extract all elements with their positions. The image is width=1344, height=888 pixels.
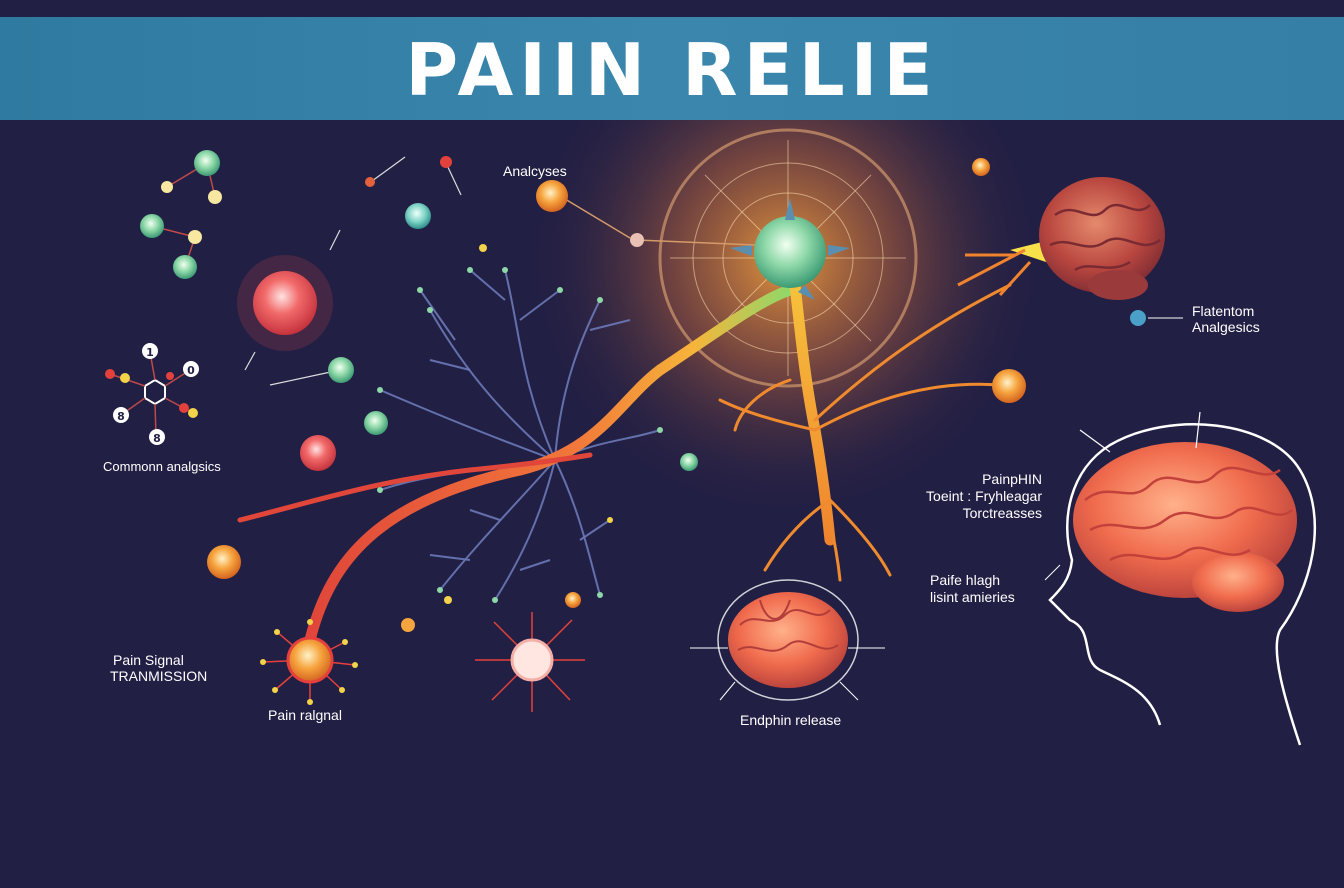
pain-signal-pathway xyxy=(304,284,796,646)
particle xyxy=(992,369,1026,403)
molecule-cluster xyxy=(140,150,222,279)
connector xyxy=(636,239,756,246)
label-paife-line1: Paife hlagh xyxy=(930,572,1001,588)
analgesic-node xyxy=(536,180,568,212)
label-pain-signal-line2: TRANMISSION xyxy=(110,668,208,684)
page-title: PAIIN RELIE xyxy=(405,28,939,112)
label-common-analgesics: Commonn analgsics xyxy=(103,459,221,474)
title-banner xyxy=(0,17,1344,120)
hexagon-molecule: 1 0 8 8 xyxy=(105,343,199,445)
particle xyxy=(680,453,698,471)
descending-branches xyxy=(718,283,1012,582)
label-analcyses: Analcyses xyxy=(503,163,567,179)
label-painphin-line3: Torctreasses xyxy=(962,505,1042,521)
particle xyxy=(440,156,452,168)
pain-signal-neuron xyxy=(260,619,358,705)
central-glow xyxy=(525,120,1045,520)
particle xyxy=(405,203,431,229)
upper-brain xyxy=(957,177,1165,300)
label-flatentom-line2: Analgesics xyxy=(1192,319,1260,335)
pain-sphere xyxy=(253,271,317,335)
particle xyxy=(972,158,990,176)
molecule-digit: 8 xyxy=(153,432,161,445)
label-paife-line2: lisint amieries xyxy=(930,589,1015,605)
secondary-signal-pathway xyxy=(237,452,593,523)
nerve-terminals xyxy=(377,267,663,603)
molecule-digit: 8 xyxy=(117,410,125,423)
label-endphin-release: Endphin release xyxy=(740,712,842,728)
molecule-digit: 0 xyxy=(187,364,195,377)
nerve-terminals-yellow xyxy=(444,244,613,604)
legend-dot xyxy=(1130,310,1146,326)
label-flatentom-line1: Flatentom xyxy=(1192,303,1255,319)
label-pain-ralgnal: Pain ralgnal xyxy=(268,707,342,723)
infographic: PAIIN RELIE xyxy=(0,17,1344,746)
receptor-neuron xyxy=(475,592,585,712)
head-silhouette xyxy=(1044,411,1317,746)
receptor-spikes xyxy=(730,198,850,300)
receptor-node xyxy=(754,216,826,288)
molecule-digit: 1 xyxy=(146,346,154,359)
endorphin-brain xyxy=(690,579,885,701)
particle xyxy=(401,618,415,632)
receptor-ring xyxy=(658,128,918,388)
particle xyxy=(328,357,354,383)
particle xyxy=(364,411,388,435)
label-pain-signal-line1: Pain Signal xyxy=(113,652,184,668)
connector xyxy=(559,195,631,239)
particle xyxy=(300,435,336,471)
label-painphin-line1: PainpHIN xyxy=(982,471,1042,487)
small-node xyxy=(630,233,644,247)
diagram-canvas: 1 0 8 8 xyxy=(105,120,1317,746)
label-painphin-line2: Toeint : Fryhleagar xyxy=(926,488,1042,504)
particle xyxy=(365,177,375,187)
particle xyxy=(207,545,241,579)
